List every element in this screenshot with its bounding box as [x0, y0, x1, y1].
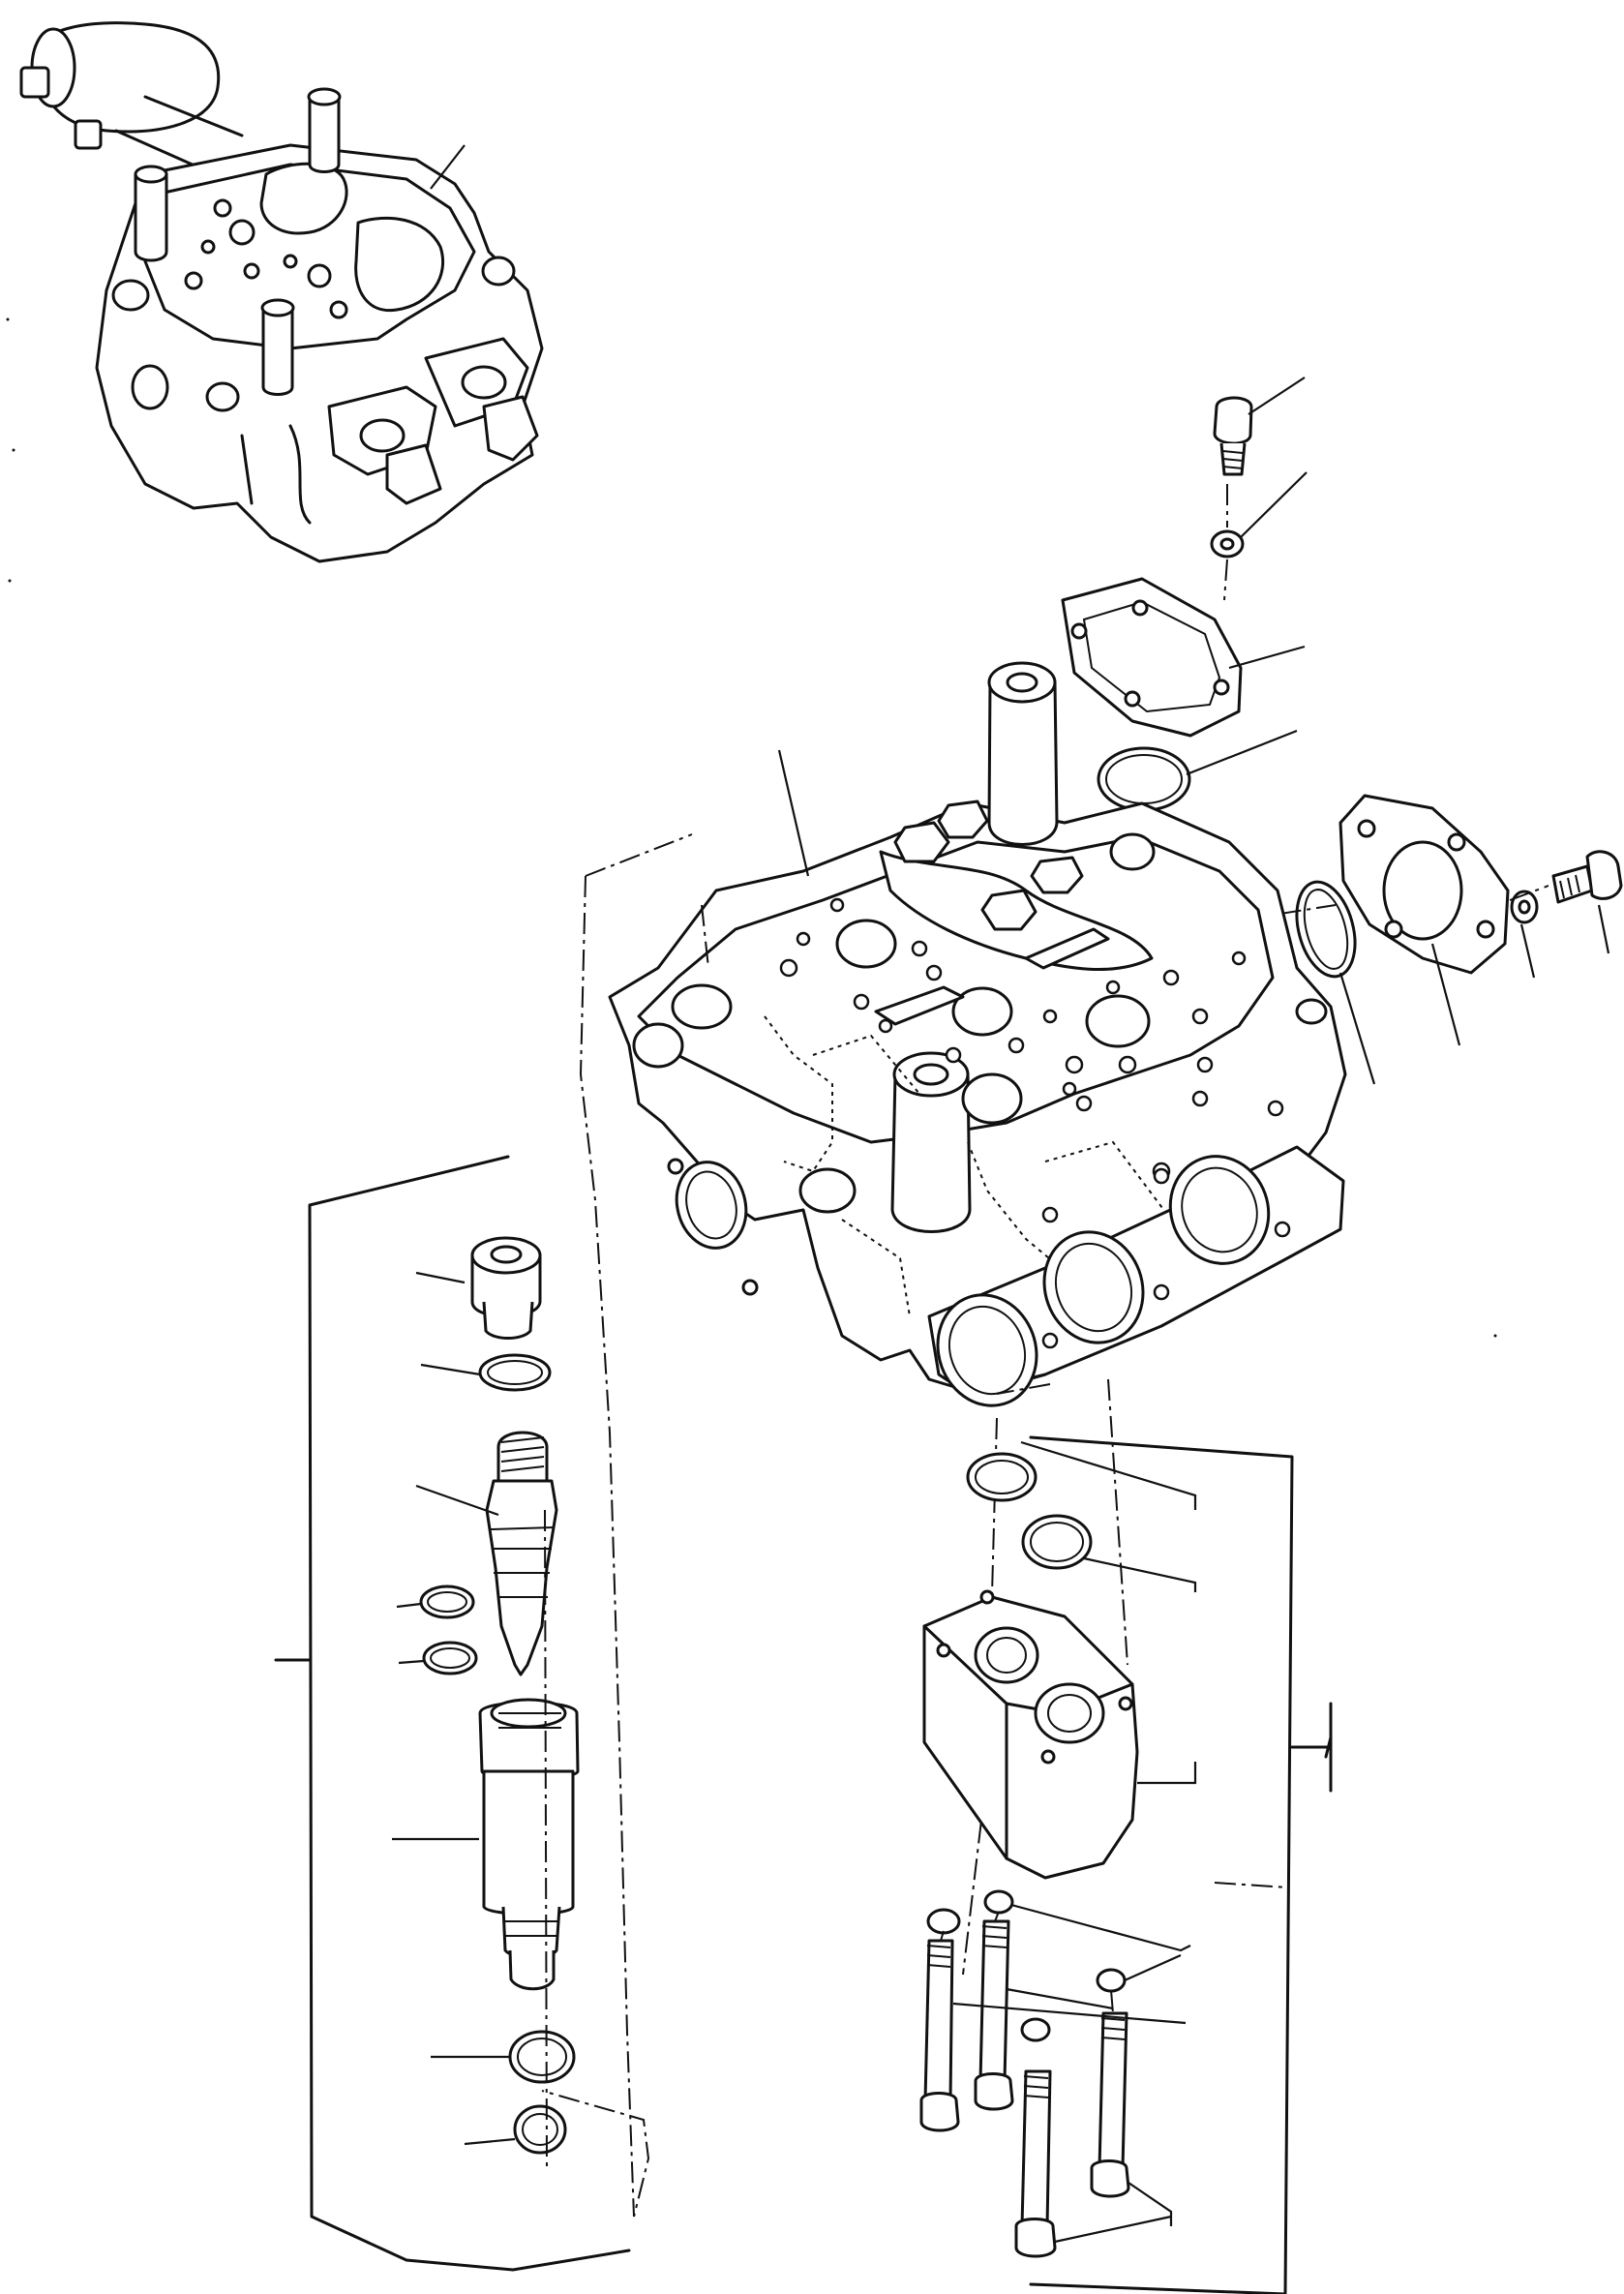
o-ring-icon — [1021, 1514, 1093, 1570]
pipe-icon — [890, 1051, 972, 1233]
plug-icon — [470, 1236, 542, 1340]
manifold-group — [919, 1435, 1333, 2294]
pipe-icon — [987, 661, 1059, 846]
side-flange-group — [1243, 794, 1623, 1085]
bolt-icon — [1551, 850, 1623, 904]
sleeve-icon — [478, 1698, 580, 1991]
o-ring-icon — [1097, 746, 1191, 812]
lock-washer-icon — [1210, 529, 1245, 558]
lock-washer-icon — [926, 1889, 1127, 2042]
bolt-icon — [919, 1919, 1130, 2258]
o-ring-icon — [1295, 880, 1357, 979]
inset-valve-assembly — [19, 21, 544, 563]
solenoid-icon — [19, 21, 244, 171]
lock-washer-icon — [1510, 890, 1539, 924]
nut-icon — [893, 800, 1084, 931]
cover-plate-group — [1061, 377, 1308, 812]
relief-valve-group — [274, 1155, 631, 2272]
pipe-icon — [134, 87, 342, 396]
poppet-icon — [485, 1431, 558, 1676]
valve-block-body — [541, 661, 1347, 2218]
port-icon — [936, 1155, 1271, 1407]
pad-2 — [354, 216, 445, 313]
bolt-icon — [1213, 396, 1253, 476]
